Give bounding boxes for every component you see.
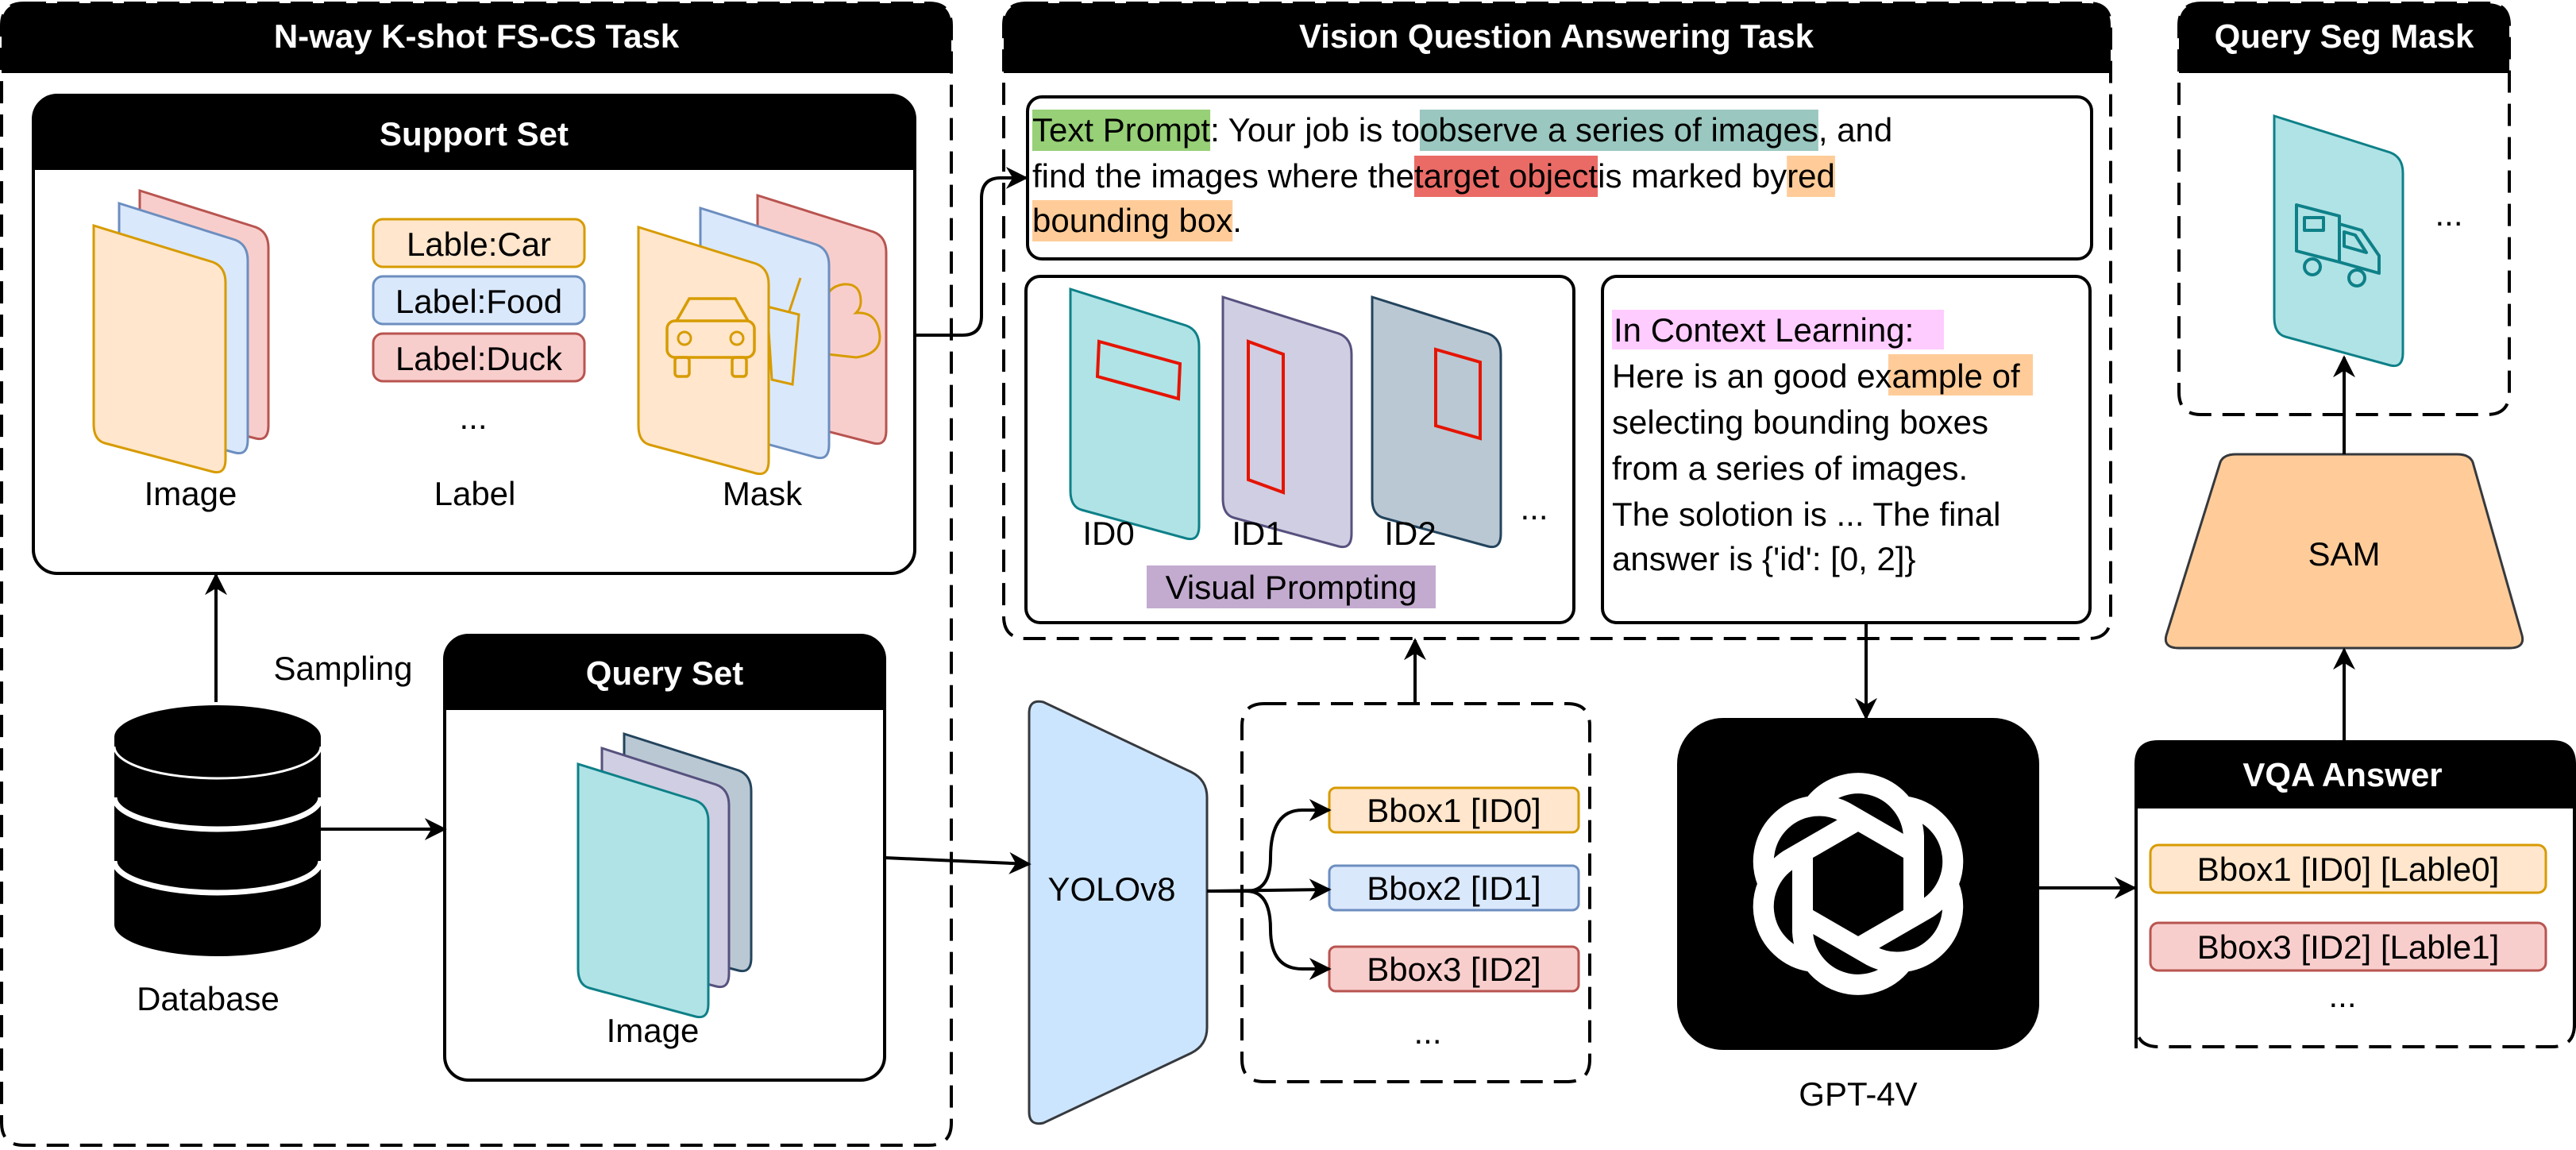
bbox-item-1: Bbox1 [ID0] [1328, 786, 1580, 834]
seg-ellipsis: ... [2435, 195, 2462, 233]
visual-prompting-title: Visual Prompting [1166, 569, 1417, 606]
support-set-panel: Support Set Image Lable:Car Label:Food L… [32, 94, 916, 575]
svg-text:Lable:Car: Lable:Car [407, 226, 551, 263]
drink-cup-icon [765, 277, 802, 386]
id1-label: ID1 [1232, 515, 1283, 552]
text-prompt-segment: . [1232, 202, 1242, 239]
id-ellipsis: ... [1520, 489, 1548, 527]
text-highlight [1787, 156, 1835, 197]
in-context-learning-box: In Context Learning: Here is an good exa… [1601, 275, 2092, 624]
answer-item-1: Bbox1 [ID0] [Lable0] [2149, 843, 2547, 894]
query-set-panel: Query Set Image [443, 634, 886, 1082]
icl-title: In Context Learning: [1614, 311, 1914, 349]
prompt-image-id1 [1221, 295, 1353, 549]
text-prompt-segment: is marked by [1598, 157, 1787, 195]
sampling-label: Sampling [273, 650, 412, 687]
text-prompt-lines: Text Prompt: Your job is to observe a se… [1032, 110, 1892, 241]
vqa-answer-panel: VQA Answer Bbox1 [ID0] [Lable0] Bbox3 [I… [2134, 740, 2576, 1048]
arrow-support-to-prompt [915, 167, 1028, 337]
icl-line-3: from a series of images. [1612, 450, 1968, 487]
icl-line-4: The solotion is ... The final [1612, 496, 2000, 533]
prompt-image-id0 [1069, 287, 1201, 541]
text-prompt-segment: observe a series of images [1420, 111, 1818, 149]
label-duck: Label:Duck [372, 332, 586, 383]
svg-text:Bbox3 [ID2] [Lable1]: Bbox3 [ID2] [Lable1] [2197, 928, 2500, 966]
text-prompt-segment: target object [1414, 157, 1598, 195]
id0-label: ID0 [1082, 515, 1134, 552]
id2-label: ID2 [1384, 515, 1436, 552]
answer-ellipsis: ... [2328, 977, 2356, 1014]
svg-text:Label:Duck: Label:Duck [395, 340, 563, 377]
car-icon [665, 297, 756, 378]
bbox-list-panel: Bbox1 [ID0] Bbox2 [ID1] Bbox3 [ID2] ... [1240, 702, 1591, 1083]
arrow-yolo-to-bbox3 [1246, 890, 1332, 980]
support-mask-stack [637, 193, 888, 476]
icl-line-1: Here is an good example of [1612, 357, 2020, 395]
vqa-answer-title: VQA Answer [2242, 756, 2442, 793]
vqa-task-title: Vision Question Answering Task [1299, 17, 1814, 55]
seg-mask-image [2273, 114, 2404, 368]
svg-text:Bbox1 [ID0]: Bbox1 [ID0] [1367, 792, 1541, 829]
database-label: Database [137, 980, 280, 1017]
svg-text:Bbox3 [ID2]: Bbox3 [ID2] [1367, 951, 1541, 988]
query-image-label: Image [607, 1012, 700, 1049]
query-set-title: Query Set [586, 654, 743, 692]
text-highlight [1413, 156, 1598, 197]
support-mask-label: Mask [723, 475, 803, 512]
text-prompt-segment: : Your job is to [1210, 111, 1420, 149]
svg-text:Label:Food: Label:Food [395, 283, 562, 320]
text-prompt-segment: red [1787, 157, 1835, 195]
text-highlight [1419, 110, 1818, 151]
visual-prompting-box: ID0 ID1 ID2 ... Visual Prompting [1024, 275, 1575, 624]
support-image-stack [92, 188, 270, 474]
bbox-item-2: Bbox2 [ID1] [1328, 864, 1580, 912]
support-label-label: Label [434, 475, 516, 512]
fs-cs-task-title: N-way K-shot FS-CS Task [274, 17, 680, 55]
label-lable-car: Lable:Car [372, 218, 586, 268]
prompt-image-id2 [1371, 295, 1502, 549]
svg-text:Bbox2 [ID1]: Bbox2 [ID1] [1367, 870, 1541, 907]
query-image-stack [577, 731, 753, 1019]
sam-block: SAM [2164, 453, 2524, 650]
answer-item-2: Bbox3 [ID2] [Lable1] [2149, 921, 2547, 972]
support-set-title: Support Set [380, 115, 569, 152]
text-highlight [1032, 110, 1211, 151]
text-prompt-box: Text Prompt: Your job is to observe a se… [1026, 95, 2093, 260]
svg-text:Bbox1 [ID0] [Lable0]: Bbox1 [ID0] [Lable0] [2197, 851, 2500, 888]
bbox-ellipsis: ... [1413, 1013, 1441, 1051]
openai-logo-icon [1743, 773, 1973, 985]
ice-cream-truck-icon [2295, 203, 2381, 288]
text-prompt-segment: , and [1818, 111, 1892, 149]
yolov8-block: YOLOv8 [1028, 700, 1209, 1125]
yolov8-label: YOLOv8 [1047, 870, 1175, 908]
sam-label: SAM [2308, 535, 2380, 573]
text-prompt-segment: find the images where the [1032, 157, 1414, 195]
arrow-query-to-yolo [884, 851, 1032, 874]
database-icon [111, 705, 324, 956]
text-highlight [1032, 200, 1233, 241]
text-prompt-segment: bounding box [1032, 202, 1232, 239]
label-food: Label:Food [372, 275, 586, 326]
text-prompt-segment: Text Prompt [1032, 111, 1210, 149]
query-seg-mask-panel: Query Seg Mask [2177, 2, 2511, 416]
bbox-item-3: Bbox3 [ID2] [1328, 945, 1580, 993]
support-image-label: Image [145, 475, 237, 512]
gpt-4v-block [1677, 718, 2039, 1050]
label-ellipsis: ... [459, 399, 487, 436]
vqa-task-panel: Vision Question Answering Task [1002, 2, 2112, 640]
query-seg-mask-title: Query Seg Mask [2215, 17, 2474, 55]
arrow-yolo-to-bbox1 [1207, 799, 1332, 893]
icl-line-5: answer is {'id': [0, 2]} [1612, 540, 1916, 577]
gpt-4v-label: GPT-4V [1799, 1075, 1917, 1113]
fs-cs-task-panel: N-way K-shot FS-CS Task [0, 2, 953, 1147]
arrow-yolo-to-bbox2 [1206, 878, 1332, 901]
connector-arrows [205, 167, 2355, 980]
icl-line-2: selecting bounding boxes [1612, 403, 1988, 441]
